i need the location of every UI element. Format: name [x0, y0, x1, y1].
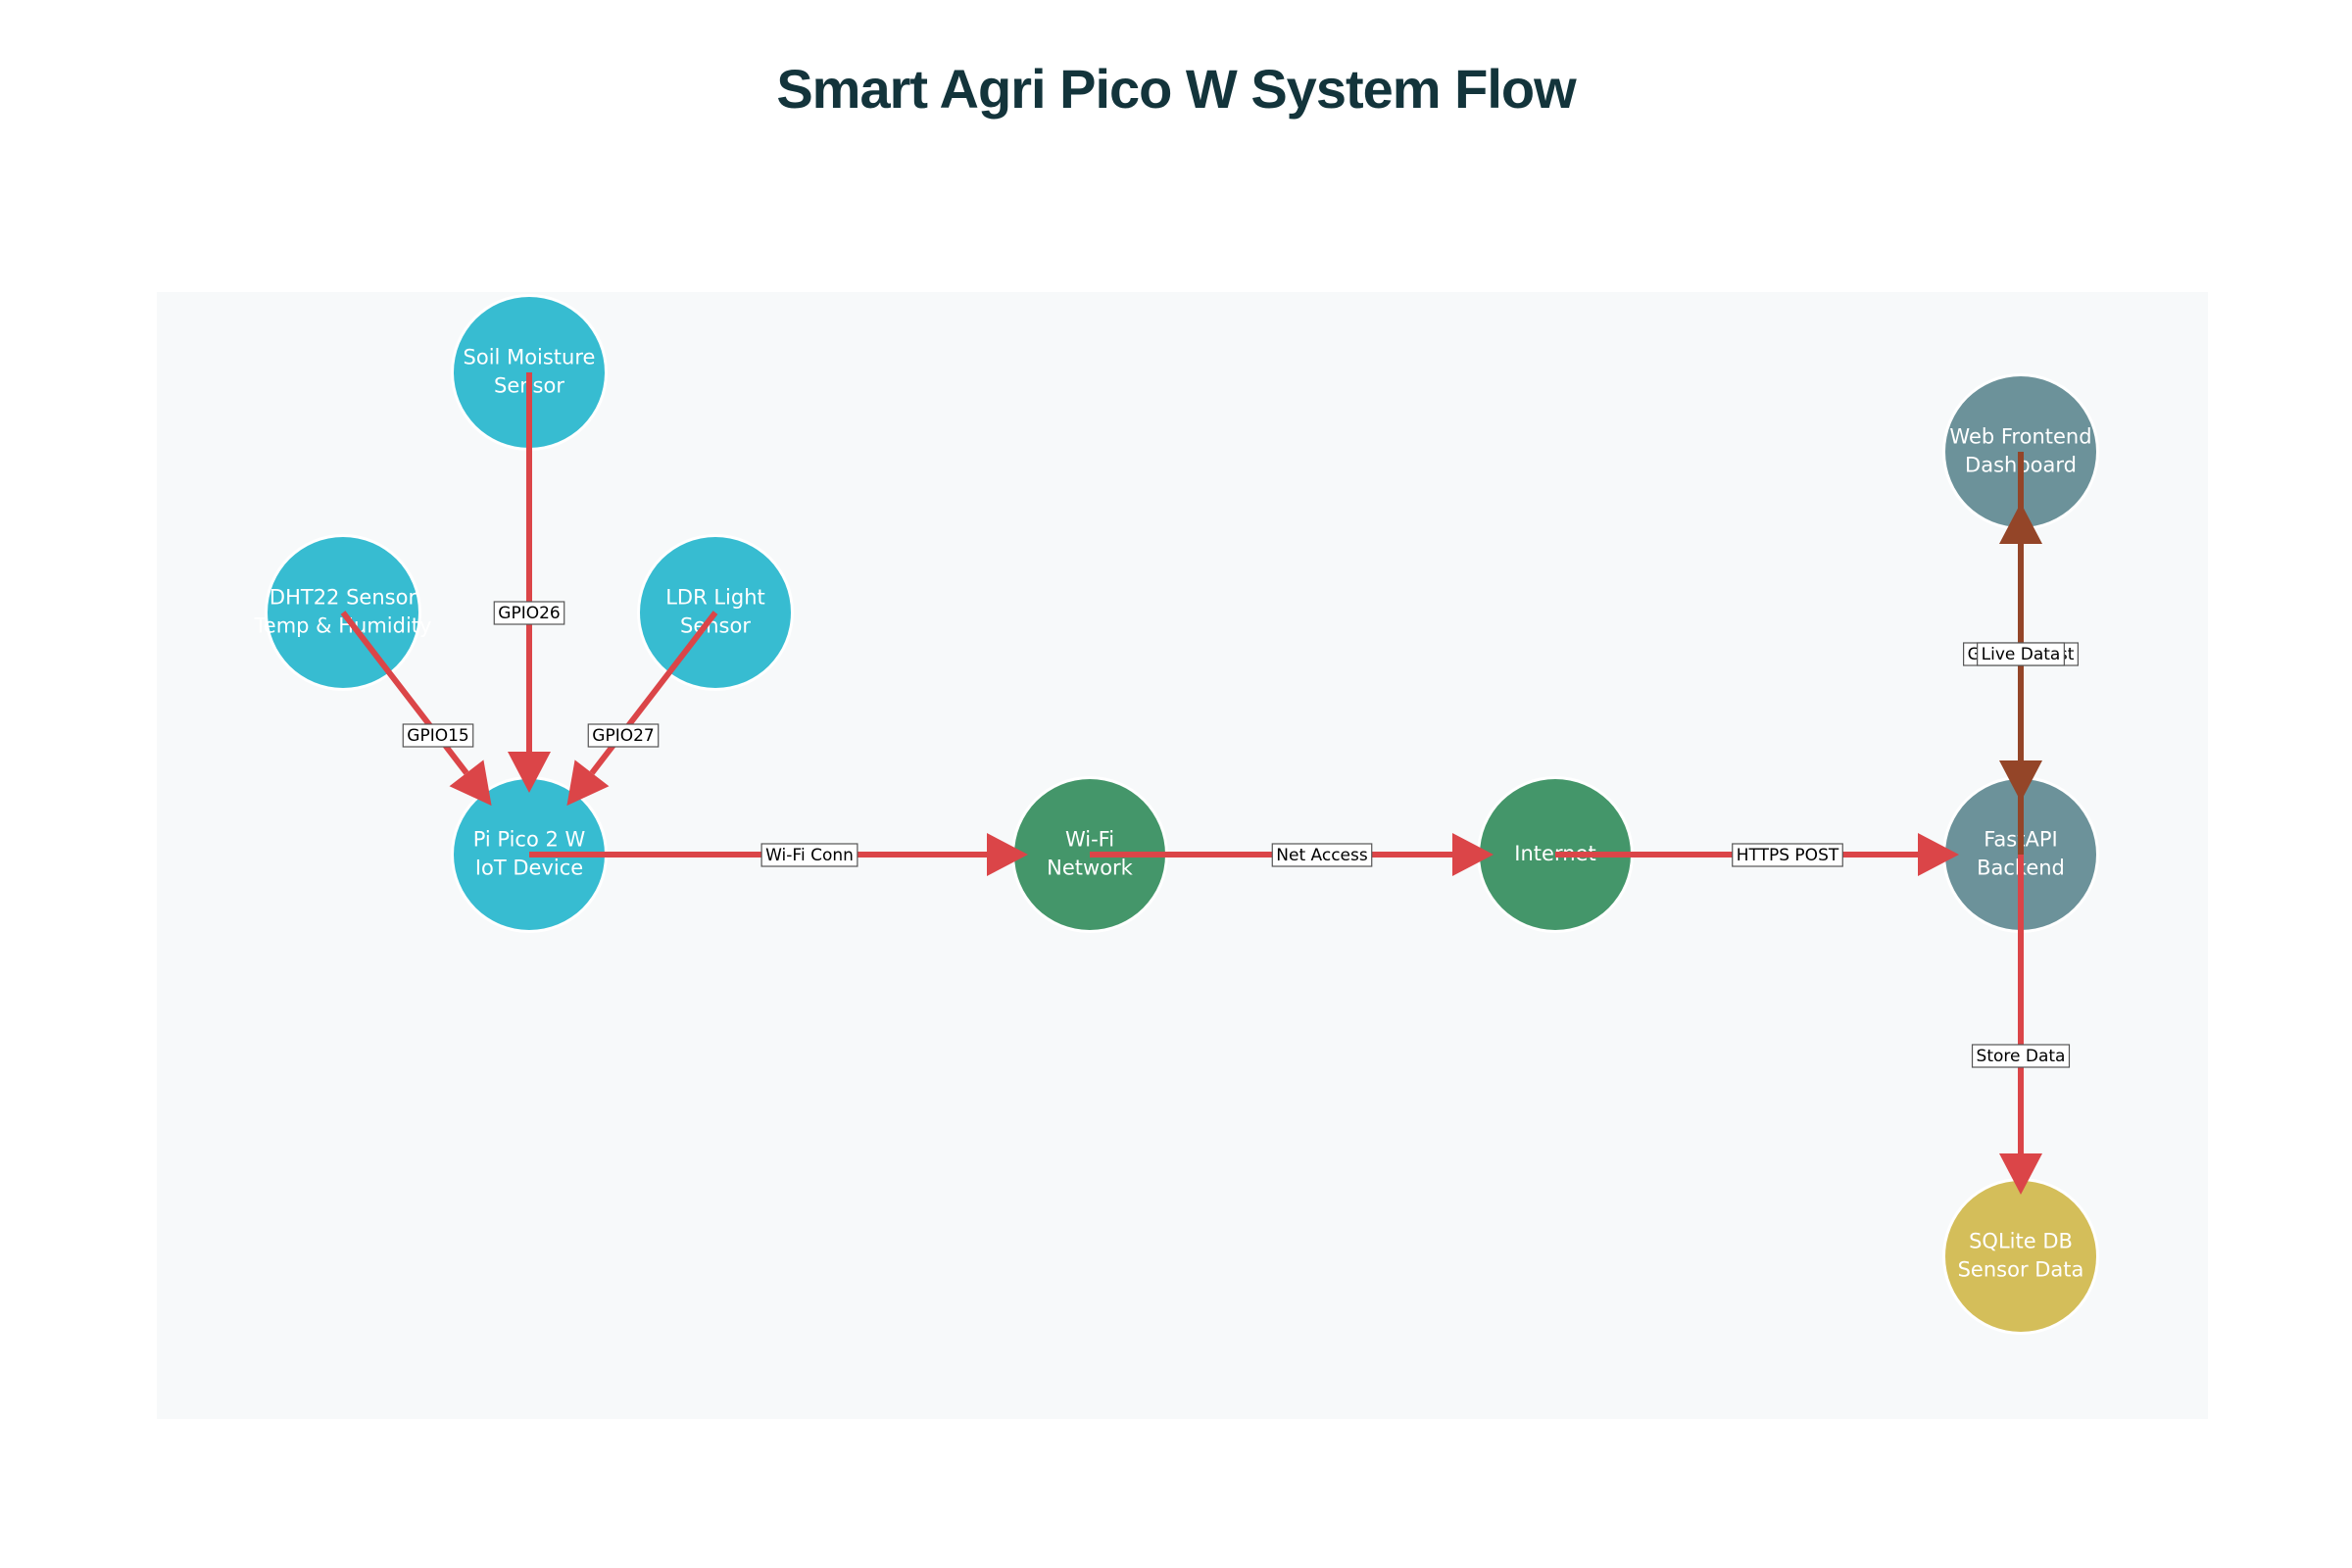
- edge-label-net-access: Net Access: [1271, 843, 1373, 867]
- arrowhead-icon: [1918, 833, 1959, 876]
- edge-label-gpio26: GPIO26: [493, 601, 565, 625]
- node-label: Network: [1047, 857, 1134, 880]
- node-label: Soil Moisture: [464, 346, 596, 369]
- arrowhead-icon: [508, 752, 551, 793]
- edge-fastapi-frontend: [1999, 503, 2042, 855]
- edge-label-box: [1271, 843, 1373, 867]
- node-label: SQLite DB: [1969, 1230, 2073, 1253]
- edge-label-wi-fi-conn: Wi-Fi Conn: [760, 843, 858, 867]
- edge-soil-pico: [508, 372, 551, 793]
- arrowhead-icon: [1999, 1153, 2042, 1195]
- edge-label-text: HTTPS POST: [1737, 846, 1839, 865]
- arrowhead-icon: [1999, 503, 2042, 544]
- node-sqlite: SQLite DB Sensor Data: [1942, 1178, 2099, 1335]
- edge-label-box: [493, 601, 565, 625]
- edge-pico-wifi: [529, 833, 1028, 876]
- node-label: Sensor Data: [1958, 1258, 2084, 1282]
- edge-label-text: Net Access: [1276, 846, 1368, 865]
- node-label: Sensor: [680, 614, 751, 638]
- edge-label-https-post: HTTPS POST: [1732, 843, 1843, 867]
- edge-label-live-data: Live Data: [1977, 642, 2065, 666]
- node-label: Temp & Humidity: [254, 614, 432, 638]
- edge-label-box: [760, 843, 858, 867]
- node-label: IoT Device: [475, 857, 583, 880]
- arrowhead-icon: [1452, 833, 1494, 876]
- edge-wifi-internet: [1090, 833, 1494, 876]
- edge-label-box: [1977, 642, 2065, 666]
- edge-label-box: [1732, 843, 1843, 867]
- node-label: DHT22 Sensor: [270, 586, 417, 610]
- edge-label-text: Wi-Fi Conn: [765, 846, 854, 865]
- edge-fastapi-sqlite: [1999, 855, 2042, 1195]
- node-label: Web Frontend: [1949, 425, 2091, 449]
- node-label: Pi Pico 2 W: [473, 828, 586, 852]
- arrowhead-icon: [449, 760, 492, 807]
- edge-label-box: [1971, 1044, 2071, 1068]
- arrowhead-icon: [987, 833, 1028, 876]
- edge-label-text: Live Data: [1982, 645, 2061, 664]
- edge-label-text: GPIO27: [592, 726, 654, 746]
- circle-node: [1945, 1181, 2096, 1332]
- edge-label-box: [402, 723, 474, 748]
- edge-label-text: Store Data: [1977, 1047, 2066, 1066]
- edge-label-text: GPIO15: [407, 726, 468, 746]
- edge-label-gpio27: GPIO27: [587, 723, 660, 748]
- arrowhead-icon: [566, 760, 610, 807]
- edge-label-text: GPIO26: [498, 604, 560, 623]
- diagram-title: Smart Agri Pico W System Flow: [776, 58, 1576, 120]
- edge-label-box: [587, 723, 660, 748]
- node-label: Wi-Fi: [1065, 828, 1114, 852]
- edge-label-gpio15: GPIO15: [402, 723, 474, 748]
- edge-label-store-data: Store Data: [1971, 1044, 2071, 1068]
- node-label: LDR Light: [665, 586, 765, 610]
